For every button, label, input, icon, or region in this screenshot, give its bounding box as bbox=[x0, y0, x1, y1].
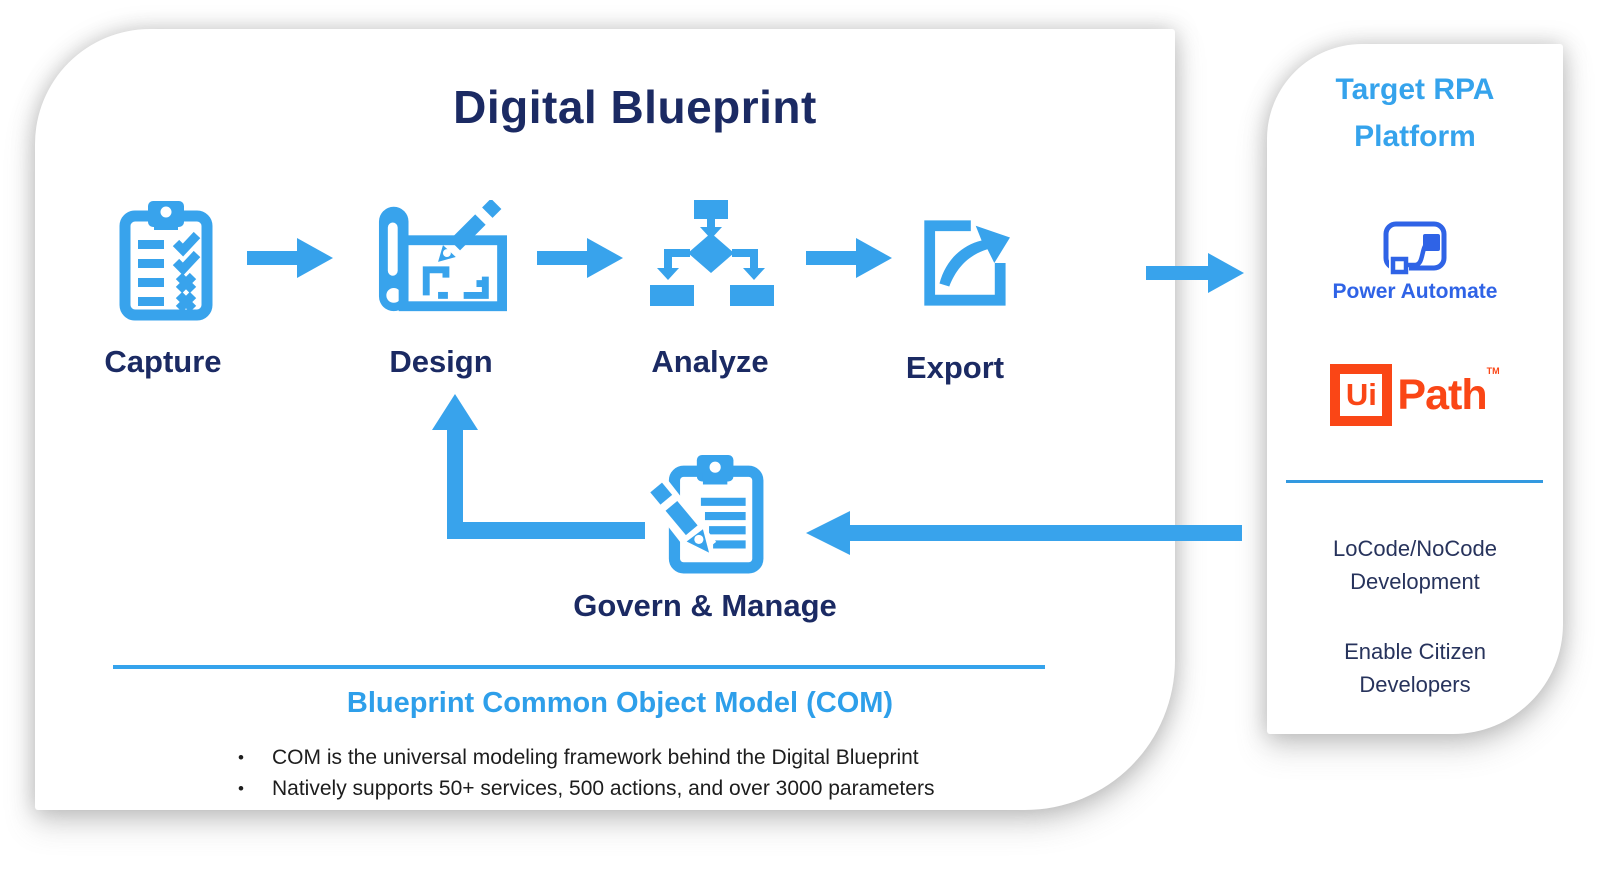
page-title: Digital Blueprint bbox=[453, 81, 817, 133]
uipath-ui-text: Ui bbox=[1345, 377, 1377, 412]
step-label-capture: Capture bbox=[104, 344, 222, 379]
step-label-analyze: Analyze bbox=[651, 344, 769, 379]
arrow-export-to-platform-icon bbox=[1146, 253, 1244, 293]
power-automate-logo-icon bbox=[1383, 221, 1447, 275]
uipath-ui-box: Ui bbox=[1330, 364, 1393, 426]
com-divider-line bbox=[113, 665, 1045, 669]
target-rpa-platform-card bbox=[1267, 44, 1563, 734]
step-label-design: Design bbox=[389, 344, 493, 379]
power-automate-label: Power Automate bbox=[1332, 280, 1498, 303]
arrow-platform-to-govern-icon bbox=[806, 511, 1242, 555]
uipath-tm-mark: TM bbox=[1486, 366, 1500, 376]
panel-benefit-list: LoCode/NoCode Development Enable Citizen… bbox=[1310, 532, 1520, 701]
target-rpa-platform-title: Target RPA Platform bbox=[1335, 73, 1495, 153]
bullet-dot-icon: • bbox=[238, 748, 244, 767]
panel-item-citizen: Enable Citizen Developers bbox=[1344, 639, 1486, 697]
design-blueprint-pencil-icon bbox=[378, 200, 507, 312]
com-bullet-list: • COM is the universal modeling framewor… bbox=[232, 742, 1062, 804]
com-bullet-2: • Natively supports 50+ services, 500 ac… bbox=[232, 773, 1062, 804]
com-bullet-1-text: COM is the universal modeling framework … bbox=[272, 746, 919, 769]
com-bullet-2-text: Natively supports 50+ services, 500 acti… bbox=[272, 777, 935, 800]
uipath-path-text: Path bbox=[1397, 370, 1487, 419]
main-card bbox=[35, 29, 1175, 810]
com-bullet-1: • COM is the universal modeling framewor… bbox=[232, 742, 1062, 773]
com-heading: Blueprint Common Object Model (COM) bbox=[346, 687, 894, 719]
panel-divider-line bbox=[1286, 480, 1543, 483]
bullet-dot-icon: • bbox=[238, 779, 244, 798]
govern-clipboard-pencil-icon bbox=[648, 455, 764, 574]
arrow-design-to-analyze-icon bbox=[537, 238, 623, 278]
analyze-flowchart-icon bbox=[650, 200, 774, 306]
export-share-icon bbox=[924, 220, 1010, 306]
arrow-govern-to-design-icon bbox=[432, 394, 645, 539]
uipath-logo: Ui Path TM bbox=[1290, 360, 1540, 430]
govern-manage-label: Govern & Manage bbox=[573, 588, 837, 623]
arrow-analyze-to-export-icon bbox=[806, 238, 892, 278]
step-label-export: Export bbox=[905, 350, 1005, 385]
capture-clipboard-checklist-icon bbox=[119, 201, 213, 321]
arrow-capture-to-design-icon bbox=[247, 238, 333, 278]
panel-item-locode: LoCode/NoCode Development bbox=[1333, 536, 1497, 594]
